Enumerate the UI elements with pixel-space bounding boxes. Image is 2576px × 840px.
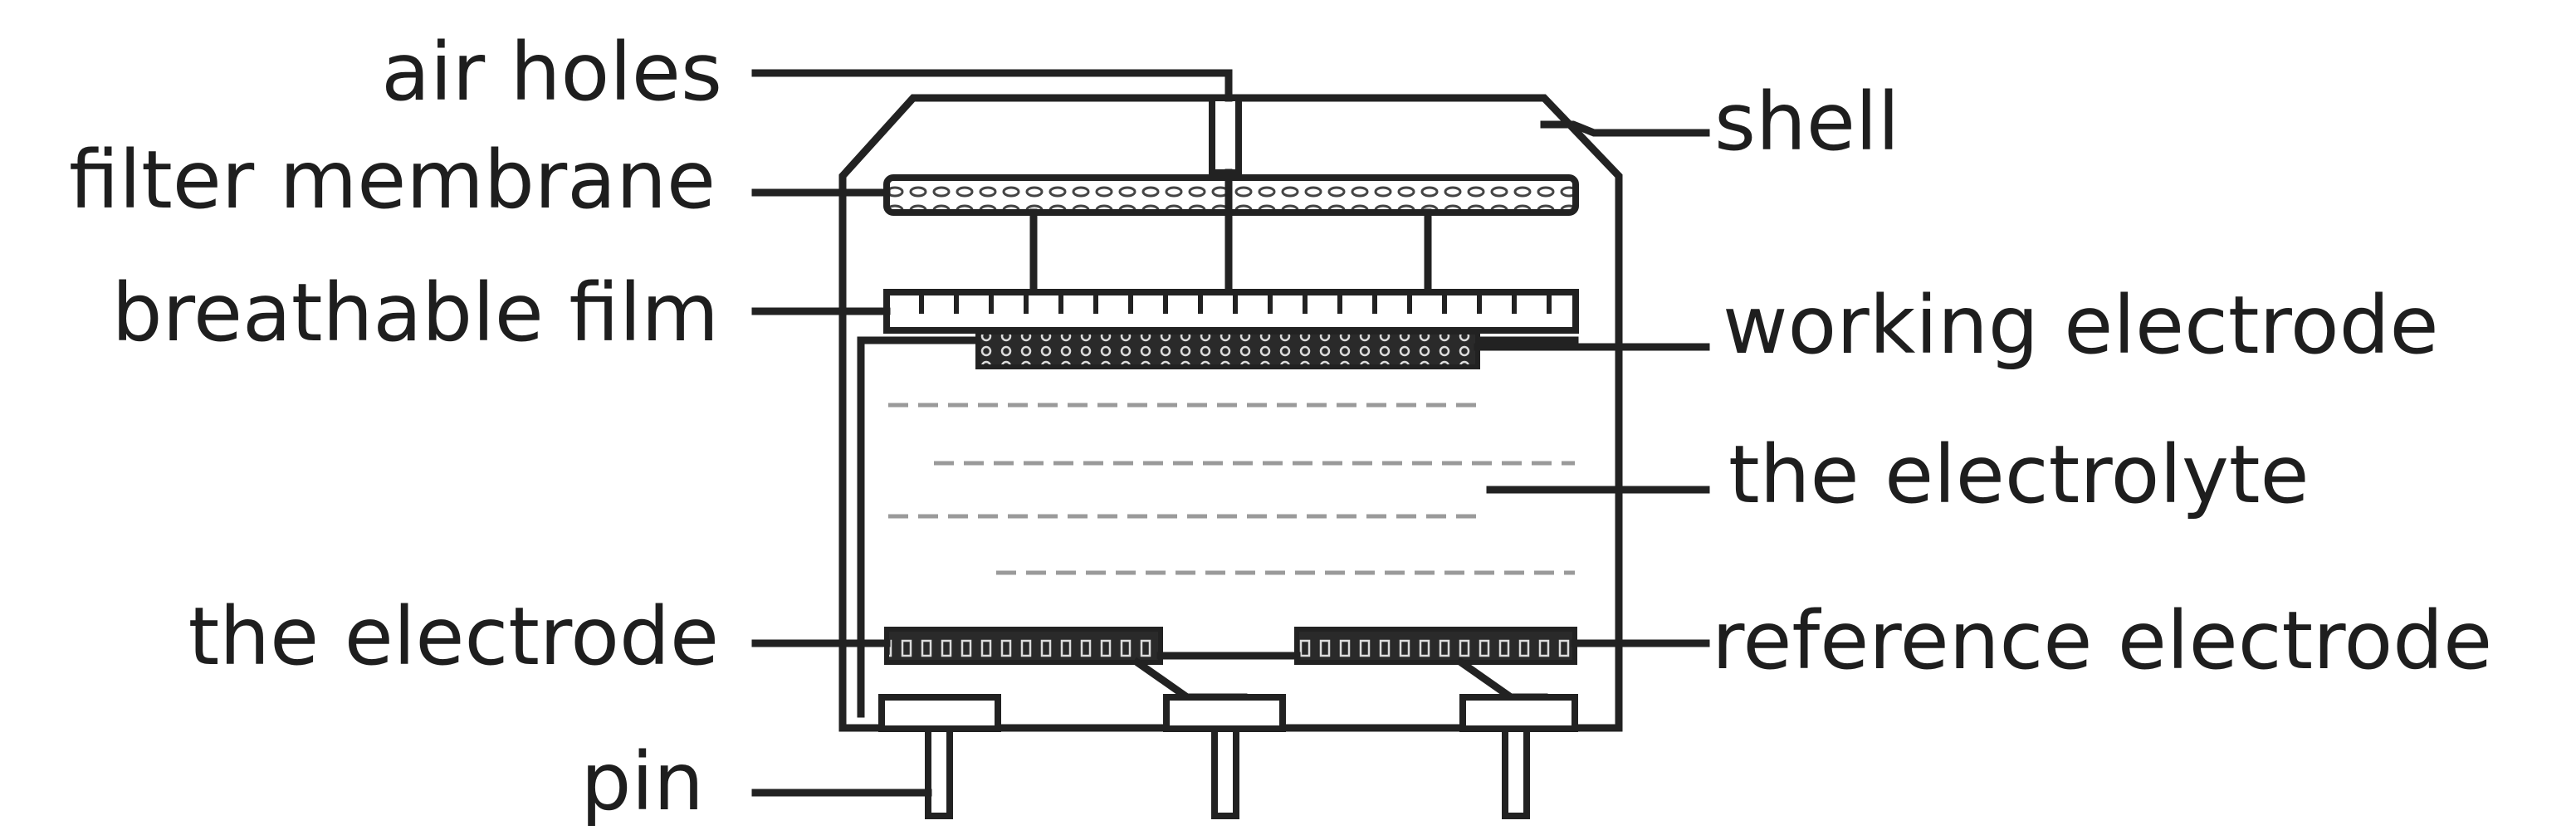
shell-body: [838, 94, 1623, 732]
label-filter-membrane: filter membrane: [69, 134, 716, 227]
leader-lines: [751, 69, 1710, 797]
gas-channels: [1029, 168, 1432, 296]
leader-shell: [1540, 120, 1710, 137]
label-air-holes: air holes: [381, 26, 722, 119]
pin-leads: [1132, 657, 1548, 701]
counter-electrode-strip: [884, 627, 1163, 665]
label-pin: pin: [581, 735, 704, 828]
label-the-electrolyte: the electrolyte: [1728, 428, 2310, 521]
label-the-electrode: the electrode: [188, 590, 719, 683]
electrolyte-area: [888, 403, 1575, 575]
label-breathable-film: breathable film: [112, 266, 719, 359]
leader-air-holes: [751, 69, 1233, 102]
breathable-film-strip: [883, 289, 1579, 334]
label-shell: shell: [1714, 76, 1899, 168]
label-reference-electrode: reference electrode: [1712, 594, 2492, 687]
air-hole-vent: [1209, 95, 1242, 176]
working-electrode-strip: [975, 330, 1480, 369]
pins: [925, 725, 1530, 819]
reference-electrode-strip: [1294, 627, 1577, 665]
label-working-electrode: working electrode: [1723, 279, 2439, 372]
pin-caps: [878, 694, 1578, 732]
